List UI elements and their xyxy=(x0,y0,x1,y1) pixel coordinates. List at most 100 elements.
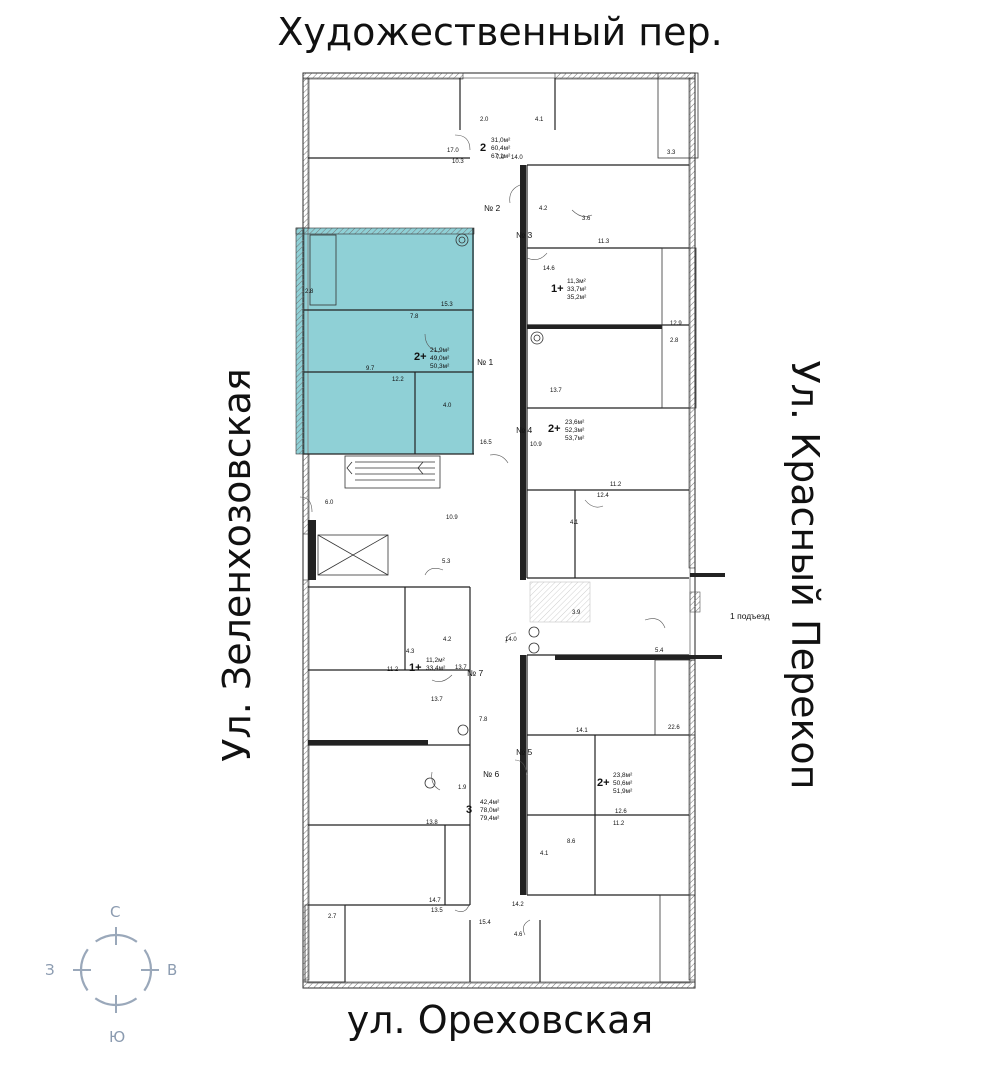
room-area: 11.2 xyxy=(610,482,622,488)
apartment-6-area-total: 78,0м² xyxy=(480,807,500,814)
compass-south: Ю xyxy=(109,1028,125,1046)
room-area: 2.0 xyxy=(480,117,489,123)
apartment-6-number: № 6 xyxy=(483,769,499,779)
apartment-4-area-total: 52,3м² xyxy=(565,427,585,434)
room-area: 10.9 xyxy=(446,515,458,521)
room-area: 15.4 xyxy=(479,920,491,926)
room-area: 12.2 xyxy=(392,377,404,383)
room-area: 13.7 xyxy=(550,388,562,394)
entrance-label: 1 подъезд xyxy=(730,611,770,621)
room-area: 3.6 xyxy=(582,216,591,222)
apartment-1-rooms: 2+ xyxy=(414,351,427,363)
apartment-5-area-living: 23,8м² xyxy=(613,772,633,779)
room-area: 12.6 xyxy=(615,809,627,815)
apartment-2-area-full: 67,1м² xyxy=(491,153,511,160)
room-area: 11.2 xyxy=(613,821,625,827)
room-area: 13.7 xyxy=(455,665,467,671)
room-area: 1.9 xyxy=(458,785,467,791)
room-area: 11.2 xyxy=(387,667,399,673)
room-area: 2.8 xyxy=(305,289,314,295)
room-area: 4.1 xyxy=(570,520,579,526)
apartment-4-number: № 4 xyxy=(516,425,532,435)
apartment-1-number: № 1 xyxy=(477,357,493,367)
apartment-1-area-full: 50,3м² xyxy=(430,363,450,370)
room-area: 14.6 xyxy=(543,266,555,272)
room-area: 12.9 xyxy=(670,321,682,327)
apartment-5-number: № 5 xyxy=(516,747,532,757)
room-area: 4.1 xyxy=(535,117,544,123)
apartment-7-number: № 7 xyxy=(467,668,483,678)
apartment-1-area-total: 49,0м² xyxy=(430,355,450,362)
compass-north: С xyxy=(110,903,120,921)
room-area: 13.5 xyxy=(431,908,443,914)
apartment-6-rooms: 3 xyxy=(466,804,472,816)
interior-walls xyxy=(304,78,689,982)
apartment-labels: № 1 2+ 21,9м² 49,0м² 50,3м² № 2 2 31,0м²… xyxy=(409,137,633,822)
room-area: 8.6 xyxy=(567,839,576,845)
apartment-2-rooms: 2 xyxy=(480,142,486,154)
apartment-4-rooms: 2+ xyxy=(548,423,561,435)
room-area: 2.7 xyxy=(328,914,337,920)
compass-west: З xyxy=(45,961,55,979)
room-area: 13.8 xyxy=(426,820,438,826)
apartment-2-area-total: 60,4м² xyxy=(491,145,511,152)
room-area: 14.7 xyxy=(429,898,441,904)
room-area: 15.3 xyxy=(441,302,453,308)
room-area: 13.7 xyxy=(431,697,443,703)
room-area: 6.0 xyxy=(325,500,334,506)
street-name-bottom: ул. Ореховская xyxy=(346,998,654,1042)
apartment-1-area-living: 21,9м² xyxy=(430,347,450,354)
apartment-3-number: № 3 xyxy=(516,230,532,240)
room-area: 10.9 xyxy=(530,442,542,448)
room-area: 14.0 xyxy=(505,637,517,643)
compass-east: В xyxy=(167,961,177,979)
shafts xyxy=(424,233,544,789)
apartment-4-area-living: 23,6м² xyxy=(565,419,585,426)
room-area: 5.4 xyxy=(655,648,664,654)
apartment-2-number: № 2 xyxy=(484,203,500,213)
entrance-vestibule xyxy=(529,573,725,659)
apartment-6-area-full: 79,4м² xyxy=(480,815,500,822)
apartment-7-area-living: 11,2м² xyxy=(426,657,446,664)
apartment-3-area-living: 11,3м² xyxy=(567,278,587,285)
apartment-4-area-full: 53,7м² xyxy=(565,435,585,442)
room-area: 4.2 xyxy=(539,206,548,212)
staircase xyxy=(317,455,441,576)
room-area: 14.2 xyxy=(512,902,524,908)
room-area: 4.2 xyxy=(443,637,452,643)
balconies xyxy=(304,72,699,983)
apartment-3-rooms: 1+ xyxy=(551,283,564,295)
room-area-labels: 2.0 4.1 17.0 10.3 7.0 14.0 4.2 3.6 11.3 … xyxy=(305,117,682,938)
room-area: 3.3 xyxy=(667,150,676,156)
room-area: 2.8 xyxy=(670,338,679,344)
room-area: 5.3 xyxy=(442,559,451,565)
room-area: 16.5 xyxy=(480,440,492,446)
door-swings xyxy=(299,134,666,936)
room-area: 10.3 xyxy=(452,159,464,165)
apartment-1-highlight[interactable] xyxy=(296,228,474,454)
apartment-2-area-living: 31,0м² xyxy=(491,137,511,144)
room-area: 9.7 xyxy=(366,366,375,372)
apartment-6-area-living: 42,4м² xyxy=(480,799,500,806)
apartment-3-area-total: 33,7м² xyxy=(567,286,587,293)
apartment-5-area-full: 51,9м² xyxy=(613,788,633,795)
room-area: 7.8 xyxy=(479,717,488,723)
compass-ring xyxy=(79,933,153,1007)
street-name-top: Художественный пер. xyxy=(277,10,723,54)
room-area: 12.4 xyxy=(597,493,609,499)
apartment-3-area-full: 35,2м² xyxy=(567,294,587,301)
apartment-5-rooms: 2+ xyxy=(597,777,610,789)
room-area: 14.1 xyxy=(576,728,588,734)
room-area: 7.0 xyxy=(496,155,505,161)
compass: С Ю З В xyxy=(45,903,177,1046)
room-area: 3.9 xyxy=(572,610,581,616)
room-area: 7.8 xyxy=(410,314,419,320)
hatched-walls xyxy=(295,72,696,989)
room-area: 11.3 xyxy=(598,239,610,245)
room-area: 4.3 xyxy=(406,649,415,655)
room-area: 4.6 xyxy=(514,932,523,938)
room-area: 14.0 xyxy=(511,155,523,161)
thick-walls xyxy=(308,165,690,895)
apartment-7-rooms: 1+ xyxy=(409,662,422,674)
